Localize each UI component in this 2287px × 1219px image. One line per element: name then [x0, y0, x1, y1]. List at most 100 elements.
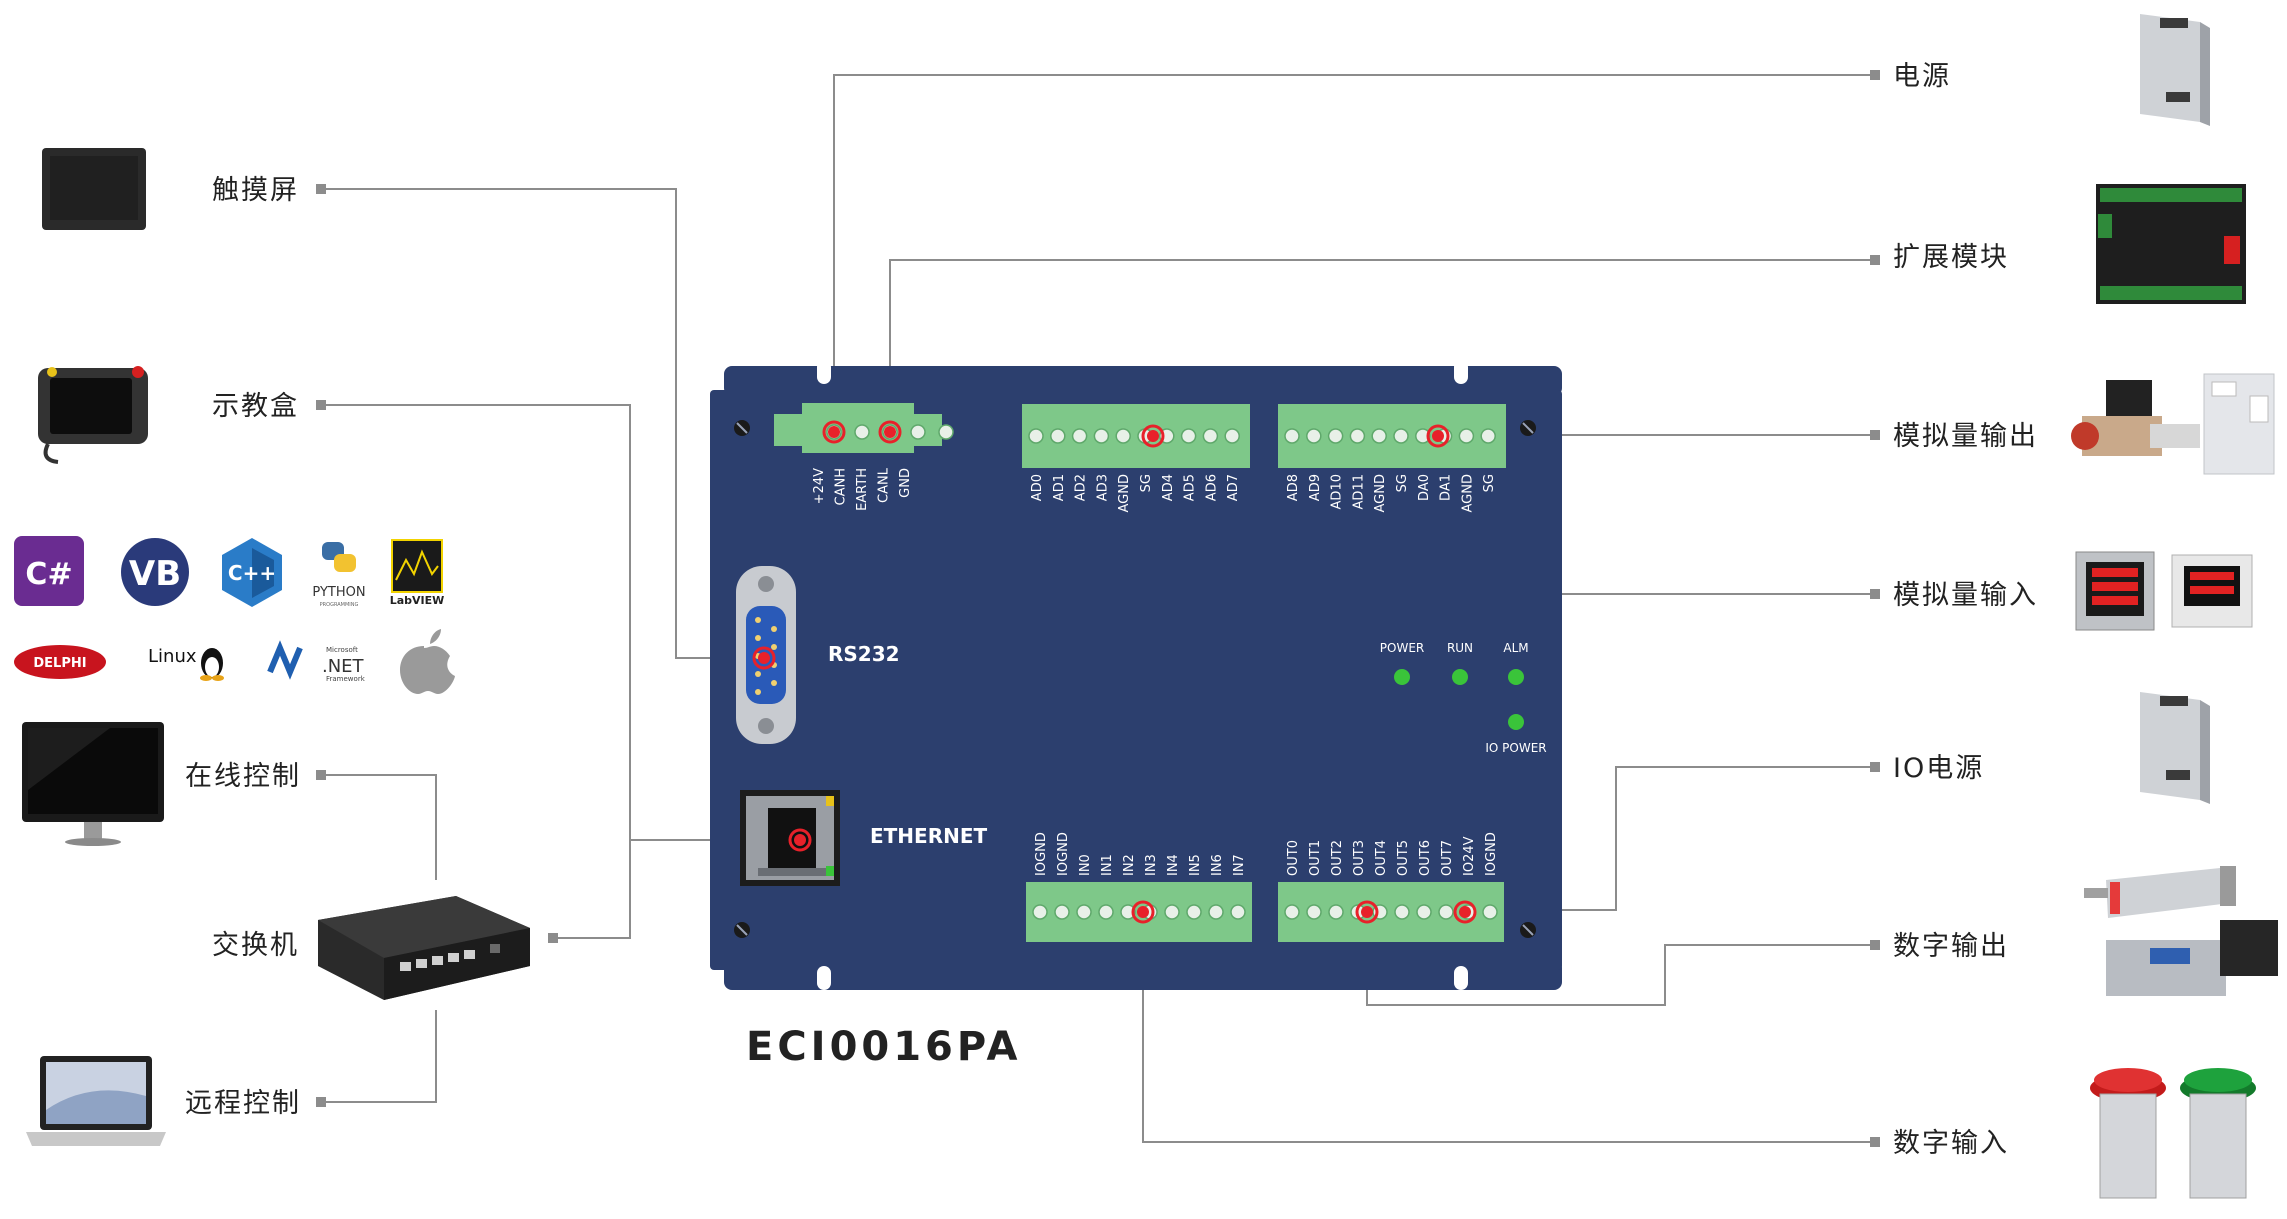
led-label-run: RUN: [1447, 641, 1473, 655]
pin-label: IOGND: [1056, 832, 1071, 876]
right-labels: 电源 扩展模块 模拟量输出 模拟量输入 IO电源 数字输出 数字输入: [1893, 61, 2038, 1159]
terminal-pin-hole: [1032, 904, 1048, 920]
terminal-pin-hole: [1284, 428, 1300, 444]
pin-label: DA1: [1439, 474, 1454, 501]
emergency-buttons-picture: [2090, 1068, 2256, 1199]
csharp-icon: [14, 536, 84, 606]
pin-label: AD11: [1351, 474, 1366, 509]
terminal-pin-hole: [1438, 904, 1454, 920]
pin-label: CANL: [877, 467, 892, 503]
svg-text:Framework: Framework: [326, 675, 366, 683]
switch-picture: [318, 896, 530, 1000]
pin-label: IN0: [1078, 854, 1093, 876]
terminal-pin-hole: [1306, 428, 1322, 444]
svg-text:PROGRAMMING: PROGRAMMING: [320, 602, 359, 608]
status-leds: POWER RUN ALM: [1380, 641, 1529, 685]
line-power-can: [833, 74, 1870, 417]
terminal-pin-hole: [1164, 904, 1180, 920]
terminal-pin-hole: [910, 424, 926, 440]
terminal-pin-hole: [1480, 428, 1496, 444]
label-digital-input: 数字输入: [1893, 1128, 2009, 1159]
pin-label: AD7: [1226, 474, 1241, 501]
pin-label: OUT6: [1418, 840, 1433, 876]
label-io-power: IO电源: [1893, 753, 1984, 784]
svg-text:LabVIEW: LabVIEW: [390, 594, 445, 607]
terminal-pin-hole: [1415, 428, 1431, 444]
panel-meter-picture: [2075, 551, 2253, 631]
terminal-pin-hole: [1202, 428, 1219, 444]
pin-label: AD5: [1183, 474, 1198, 501]
pin-label: SG: [1139, 474, 1154, 492]
label-analog-input: 模拟量输入: [1893, 580, 2038, 611]
line-remote-switch: [326, 1010, 437, 1103]
led-label-power: POWER: [1380, 641, 1424, 655]
pin-label: AD0: [1030, 474, 1045, 501]
led-run: [1452, 669, 1468, 685]
pin-label: DA0: [1417, 474, 1432, 501]
pin-label: AGND: [1460, 474, 1475, 512]
svg-text:C++: C++: [228, 561, 276, 585]
pin-label: AD8: [1286, 474, 1301, 501]
pin-label: OUT0: [1286, 840, 1301, 876]
pin-label: AD4: [1161, 474, 1176, 501]
terminal-pin-hole: [1371, 428, 1387, 444]
online-monitor-picture: [22, 722, 164, 846]
label-analog-output: 模拟量输出: [1893, 421, 2038, 452]
pin-label: OUT7: [1440, 840, 1455, 876]
svg-text:VB: VB: [129, 554, 181, 594]
pin-label: AD6: [1204, 474, 1219, 501]
pin-label: IN1: [1100, 854, 1115, 876]
pin-label: CANH: [834, 468, 849, 505]
pin-label: GND: [898, 468, 913, 498]
terminal-pin-hole: [1327, 428, 1344, 444]
pin-label: IOGND: [1034, 832, 1049, 876]
label-expansion-module: 扩展模块: [1893, 242, 2009, 273]
pin-label: +24V: [812, 468, 827, 504]
terminal-pin-hole: [854, 424, 870, 440]
terminal-pin-hole: [1050, 428, 1066, 444]
expansion-module-picture: [2096, 184, 2246, 304]
label-power: 电源: [1893, 61, 1951, 92]
terminal-pin-hole: [1328, 904, 1344, 920]
terminal-pin-hole: [938, 424, 954, 440]
pin-label: AD9: [1308, 474, 1323, 501]
line-switch-ethernet: [553, 840, 631, 939]
cylinder-picture: [2084, 866, 2236, 918]
terminal-pin-hole: [1394, 904, 1410, 920]
io-power-label: IO POWER: [1485, 741, 1546, 755]
pin-label: AD3: [1095, 474, 1110, 501]
pin-label: OUT5: [1396, 840, 1411, 876]
power-supply-picture: [2140, 14, 2210, 126]
line-online-switch: [326, 774, 437, 880]
connection-highlights: [752, 420, 1477, 924]
label-teach-pendant: 示教盒: [212, 391, 299, 422]
terminal-pin-hole: [1076, 904, 1092, 920]
svg-text:C#: C#: [25, 557, 72, 592]
svg-text:PYTHON: PYTHON: [312, 585, 365, 600]
pin-label: IN7: [1232, 854, 1247, 876]
left-labels: 触摸屏 示教盒 在线控制 交换机 远程控制: [185, 175, 301, 1119]
terminal-pin-hole: [1186, 904, 1202, 920]
terminal-pin-hole: [1180, 428, 1197, 444]
line-end-markers: [316, 70, 1880, 1147]
pin-label: SG: [1395, 474, 1410, 492]
pin-label: OUT3: [1352, 840, 1367, 876]
label-online-control: 在线控制: [185, 761, 301, 792]
led-label-alm: ALM: [1503, 641, 1528, 655]
io-power-supply-picture: [2140, 692, 2210, 804]
led-power: [1394, 669, 1410, 685]
pin-label: EARTH: [855, 468, 870, 511]
vb-icon: [121, 538, 189, 606]
terminal-pin-hole: [1098, 904, 1114, 920]
pin-label: AD2: [1074, 474, 1089, 501]
terminal-pin-hole: [1115, 428, 1131, 444]
teach-pendant-picture: [38, 366, 148, 464]
terminal-pin-hole: [1120, 904, 1136, 920]
pin-label: OUT4: [1374, 840, 1389, 876]
svg-text:Microsoft: Microsoft: [326, 646, 358, 654]
servo-drive-picture: [2203, 373, 2275, 475]
